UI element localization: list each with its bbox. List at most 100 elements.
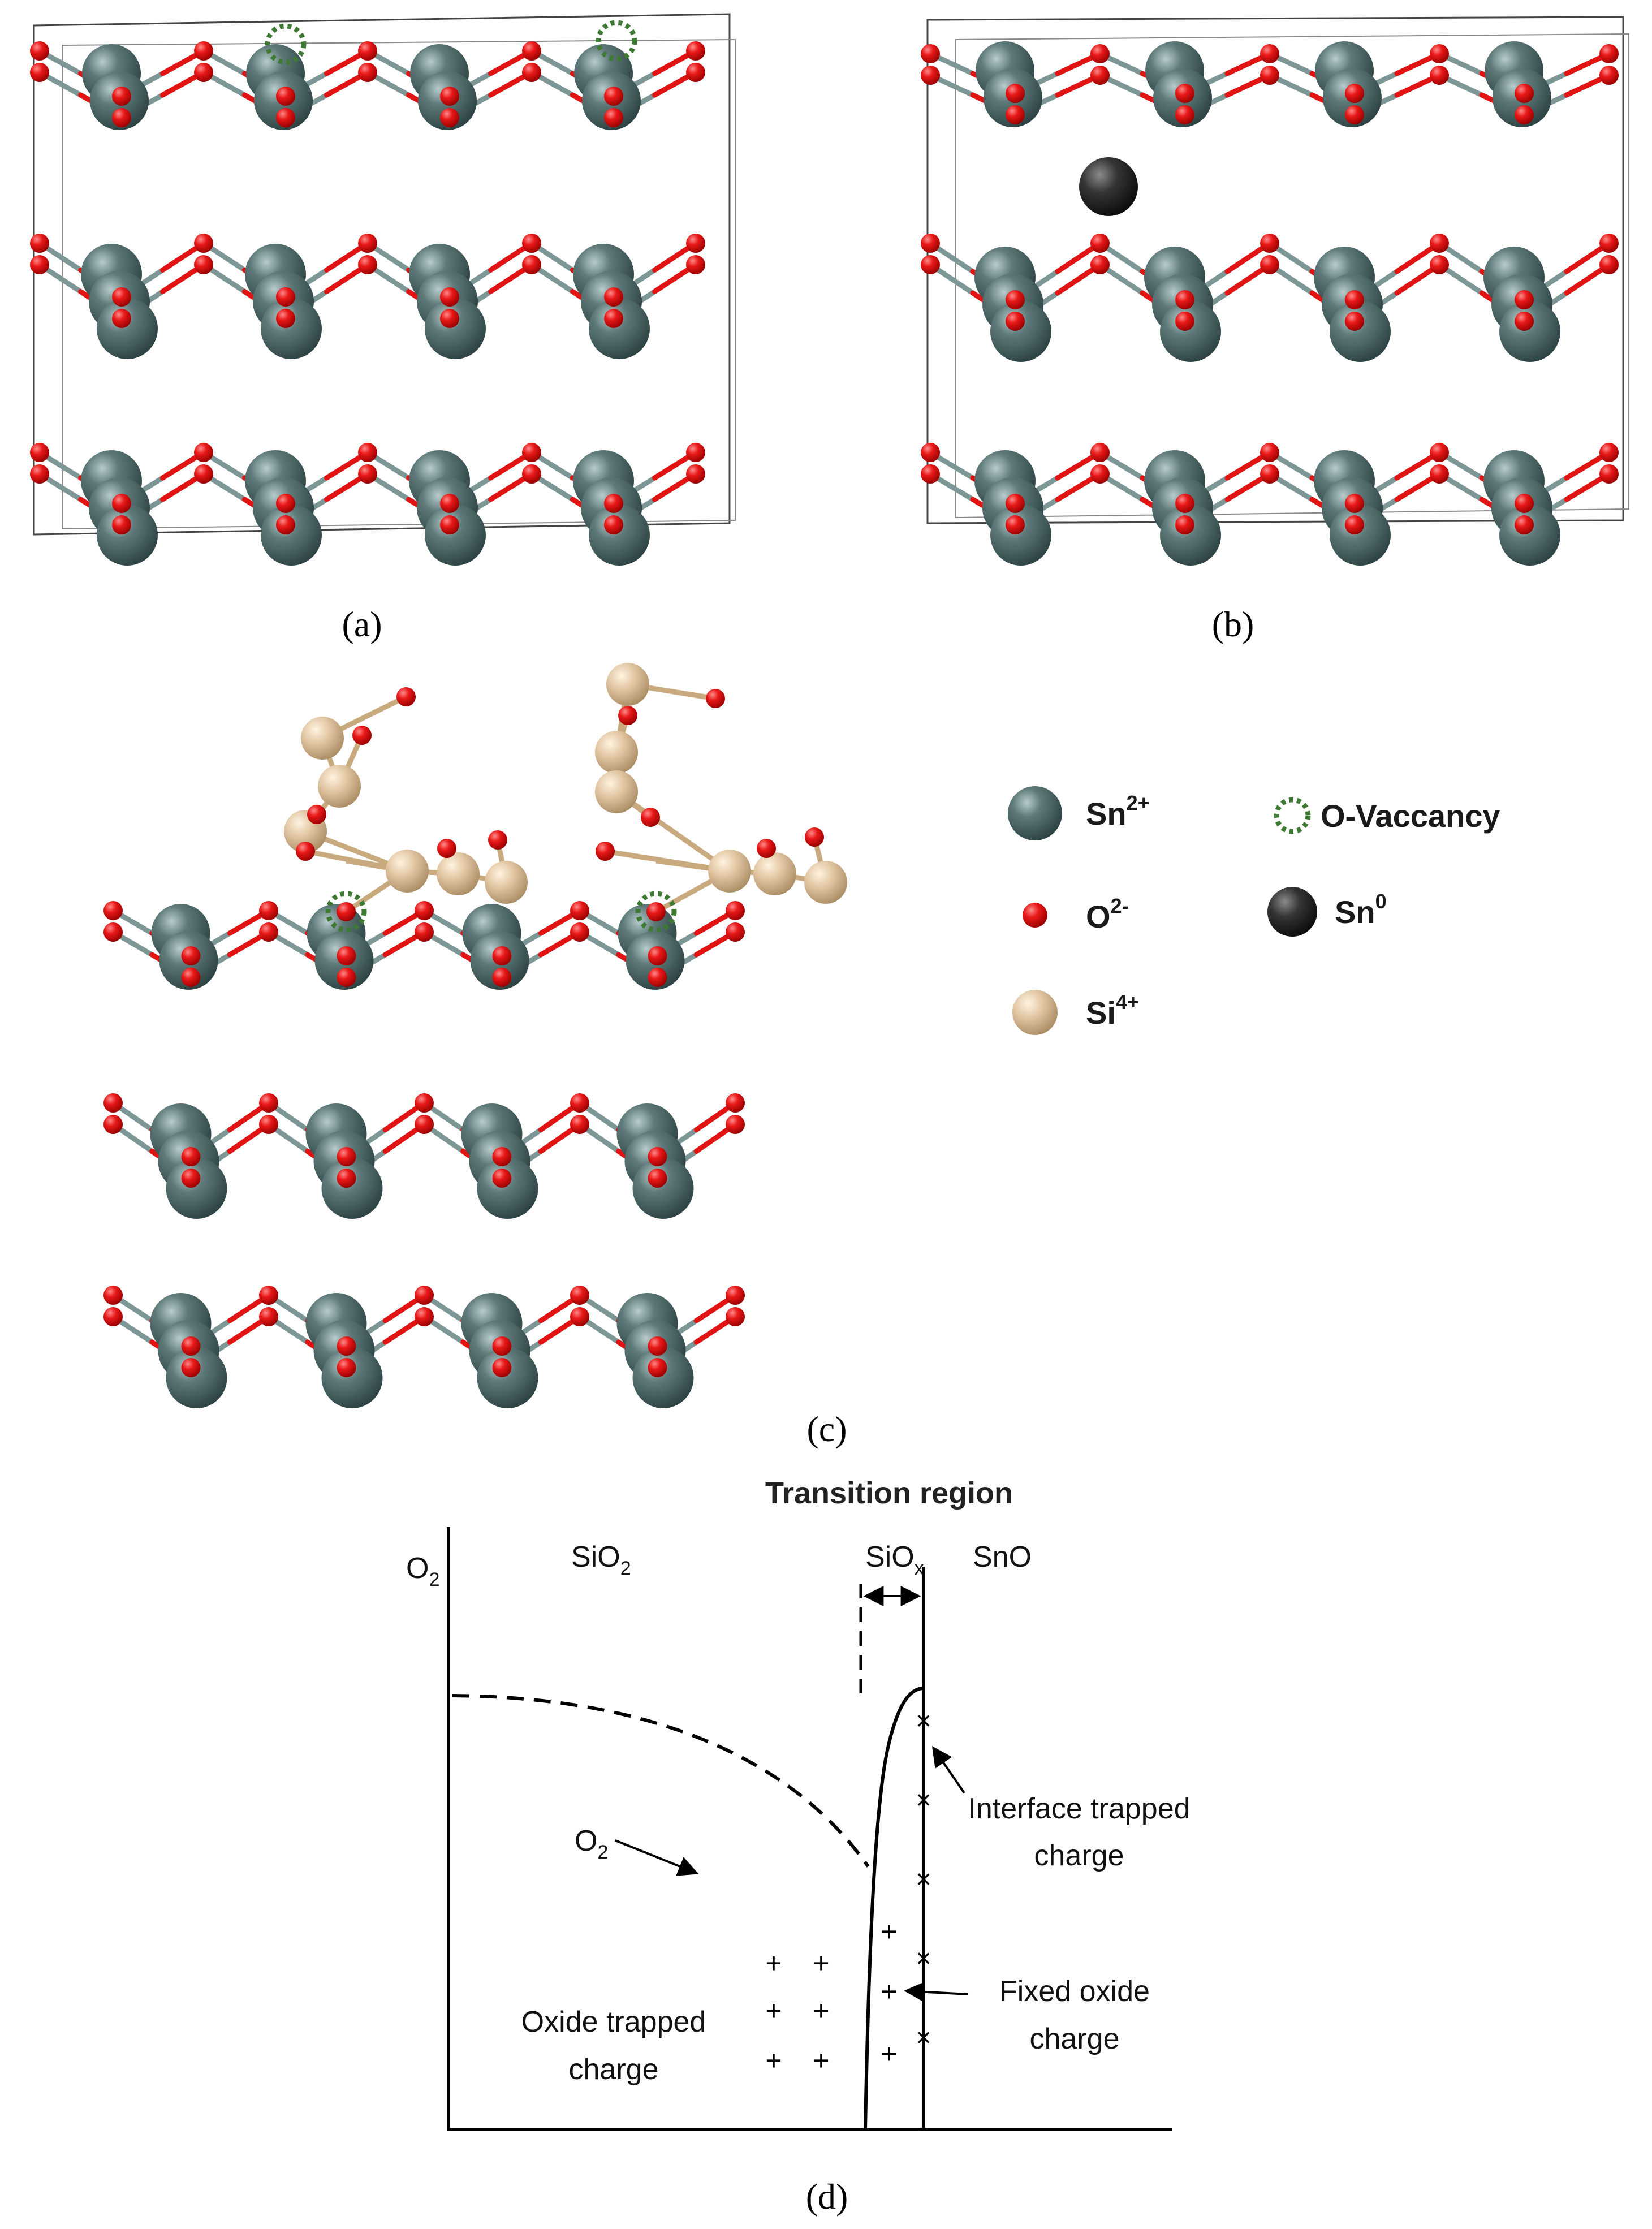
o2-arrow-label-base: O	[575, 1825, 597, 1857]
oxygen-atom	[1260, 255, 1279, 274]
sn-atom	[166, 1347, 227, 1408]
oxygen-atom	[358, 63, 377, 82]
sn-atom	[425, 298, 486, 359]
sno-region-label: SnO	[973, 1541, 1032, 1573]
oxide-plus-mark: +	[765, 2045, 782, 2076]
oxygen-atom	[440, 108, 459, 127]
sn-atom	[1499, 505, 1560, 566]
fixed-oxide-label-line2: charge	[1030, 2023, 1120, 2055]
oxygen-atom	[103, 1093, 123, 1113]
oxygen-atom	[337, 1169, 356, 1188]
oxygen-atom	[259, 1307, 278, 1326]
oxygen-atom	[1175, 312, 1194, 331]
oxygen-atom	[415, 1093, 434, 1113]
oxygen-atom	[437, 839, 456, 858]
oxygen-atom	[415, 1115, 434, 1134]
oxygen-atom	[276, 494, 295, 513]
oxygen-atom	[30, 464, 49, 484]
oxygen-atom	[570, 1115, 589, 1134]
oxygen-atom	[194, 234, 213, 253]
oxide-plus-mark: +	[813, 1995, 829, 2027]
oxygen-atom	[259, 1093, 278, 1113]
oxygen-atom	[181, 1147, 201, 1166]
oxygen-atom	[1599, 66, 1619, 85]
legend-sup-sn2: 2+	[1127, 791, 1150, 814]
oxide-plus-mark: +	[765, 1995, 782, 2027]
oxygen-atom	[307, 805, 326, 824]
oxygen-vacancy	[635, 891, 677, 933]
oxide-trapped-label-line2: charge	[569, 2053, 659, 2086]
oxygen-atom	[570, 1093, 589, 1113]
oxygen-atom	[1430, 234, 1449, 253]
oxygen-atom	[276, 309, 295, 328]
oxygen-atom	[522, 41, 541, 61]
oxygen-atom	[276, 287, 295, 307]
oxygen-atom	[726, 1307, 745, 1326]
sn-atom	[990, 301, 1051, 362]
o2-pointer-arrow	[615, 1839, 699, 1876]
oxygen-atom	[596, 842, 615, 861]
sn-atom	[425, 505, 486, 566]
silicon-atom	[318, 765, 361, 808]
oxygen-atom	[1430, 44, 1449, 63]
o2-arrow-label: O2	[575, 1825, 608, 1863]
oxygen-atom	[492, 1358, 512, 1377]
y-axis-label: O2	[406, 1552, 439, 1590]
oxygen-atom	[440, 287, 459, 307]
oxygen-atom	[337, 1336, 356, 1356]
sn-atom	[321, 1158, 383, 1219]
oxygen-atom	[194, 255, 213, 274]
interface-x-mark: ×	[916, 1706, 931, 1735]
oxygen-atom	[181, 946, 201, 965]
oxygen-atom	[604, 108, 623, 127]
legend-sup-o2: 2-	[1111, 894, 1129, 917]
legend-label-sn0: Sn	[1335, 894, 1375, 930]
oxygen-atom	[296, 842, 315, 861]
silicon-atom	[804, 861, 847, 904]
legend-item-sn0: Sn0	[1267, 887, 1387, 937]
charge-profile-solid-curve	[864, 1687, 924, 2130]
oxygen-atom	[726, 901, 745, 920]
oxygen-atom	[686, 41, 705, 61]
oxygen-atom	[1345, 494, 1364, 513]
sn-atom	[589, 298, 650, 359]
oxygen-atom	[604, 87, 623, 106]
oxygen-atom	[1006, 312, 1025, 331]
oxygen-atom	[415, 901, 434, 920]
metallic-tin-atom-icon	[1267, 887, 1317, 937]
oxygen-atom	[522, 255, 541, 274]
oxygen-atom	[30, 255, 49, 274]
si-si-link	[615, 790, 731, 873]
oxygen-atom	[726, 1115, 745, 1134]
oxygen-atom	[1345, 84, 1364, 103]
oxygen-atom	[337, 946, 356, 965]
legend-item-sn2: Sn2+	[1008, 786, 1150, 840]
caption-d: (d)	[806, 2176, 848, 2217]
silicon-atom	[595, 731, 638, 774]
sn-atom	[261, 298, 322, 359]
oxygen-atom	[921, 464, 940, 484]
oxygen-atom	[112, 287, 131, 307]
oxygen-atom	[337, 1147, 356, 1166]
legend-item-o2: O2-	[1023, 894, 1129, 934]
oxygen-atom	[1515, 312, 1534, 331]
oxygen-atom	[522, 443, 541, 462]
oxygen-atom	[181, 1358, 201, 1377]
oxygen-atom	[726, 1286, 745, 1305]
siox-label-base: SiO	[865, 1541, 915, 1573]
oxygen-atom	[492, 946, 512, 965]
oxygen-atom	[112, 108, 131, 127]
oxygen-atom	[1090, 443, 1110, 462]
oxygen-atom	[648, 1336, 667, 1356]
oxygen-atom	[1599, 234, 1619, 253]
oxygen-atom	[112, 309, 131, 328]
oxygen-atom	[396, 687, 416, 706]
oxygen-atom	[1345, 105, 1364, 124]
svg-text:Sn2+: Sn2+	[1086, 791, 1150, 831]
sio2-label-sub: 2	[620, 1558, 631, 1579]
oxygen-atom	[194, 63, 213, 82]
oxygen-atom	[492, 1147, 512, 1166]
interface-x-mark: ×	[916, 1943, 931, 1973]
oxygen-atom	[921, 66, 940, 85]
interface-x-mark: ×	[916, 1785, 931, 1814]
